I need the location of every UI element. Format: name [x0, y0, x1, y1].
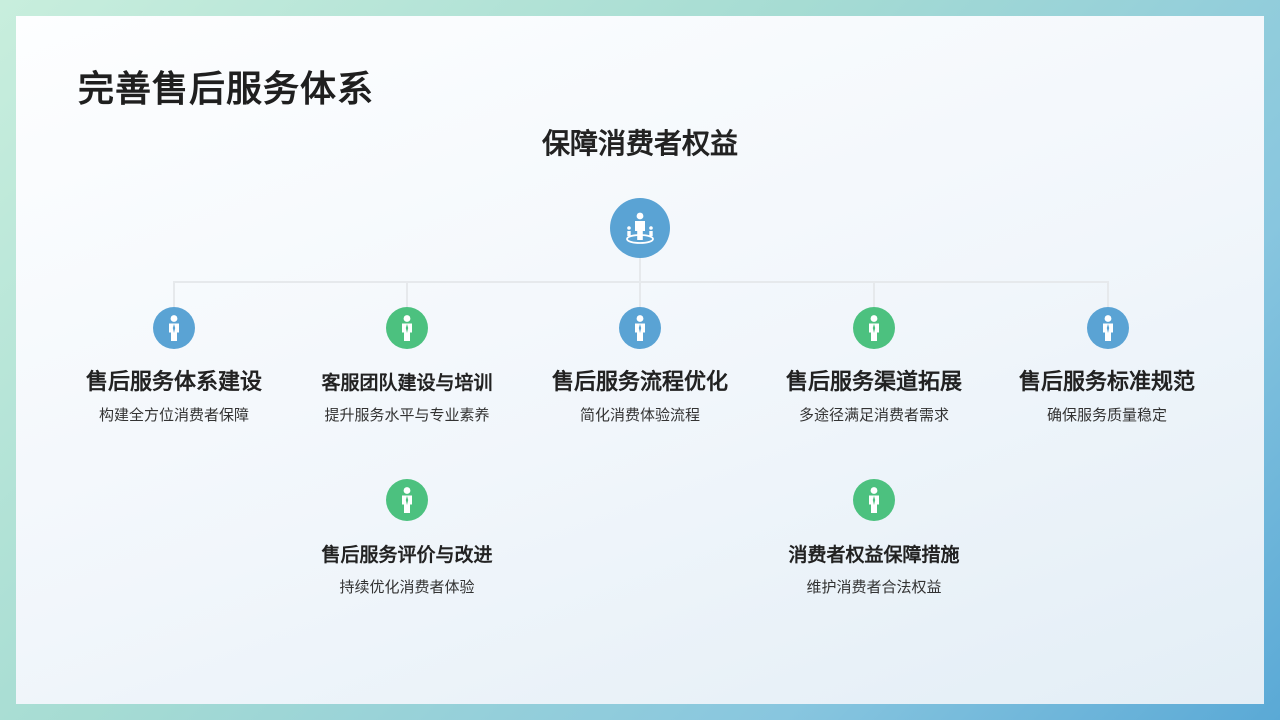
- page-title: 完善售后服务体系: [78, 69, 375, 110]
- node-1-title: 售后服务体系建设: [85, 370, 262, 395]
- connector-drop-3: [639, 281, 641, 307]
- node-2-person-icon: [386, 307, 428, 349]
- node-5-person-icon: [1087, 307, 1129, 349]
- connector-drop-2: [406, 281, 408, 307]
- node-4-title: 售后服务渠道拓展: [785, 370, 962, 395]
- node-2-title: 客服团队建设与培训: [321, 372, 493, 394]
- node-2-subtitle: 提升服务水平与专业素养: [324, 406, 490, 424]
- connector-drop-4: [873, 281, 875, 307]
- slide: 完善售后服务体系 保障消费者权益 售后服务体系建设 构建全方位消费者保障 客服团…: [16, 16, 1264, 704]
- node-4-person-icon: [853, 307, 895, 349]
- root-person-icon: [610, 198, 670, 258]
- node-1-subtitle: 构建全方位消费者保障: [98, 406, 249, 424]
- node-3-title: 售后服务流程优化: [551, 370, 728, 395]
- node-6-subtitle: 持续优化消费者体验: [339, 578, 475, 596]
- node-3-subtitle: 简化消费体验流程: [579, 406, 700, 424]
- connector-horizontal: [173, 281, 1109, 283]
- node-1-person-icon: [153, 307, 195, 349]
- connector-root-stem: [639, 258, 641, 282]
- root-title: 保障消费者权益: [541, 127, 738, 160]
- node-6-person-icon: [386, 479, 428, 521]
- node-5-subtitle: 确保服务质量稳定: [1046, 406, 1167, 424]
- node-4-subtitle: 多途径满足消费者需求: [798, 406, 949, 424]
- connector-drop-5: [1107, 281, 1109, 307]
- node-7-person-icon: [853, 479, 895, 521]
- node-7-subtitle: 维护消费者合法权益: [806, 578, 942, 596]
- connector-drop-1: [173, 281, 175, 307]
- node-6-title: 售后服务评价与改进: [321, 544, 493, 566]
- node-5-title: 售后服务标准规范: [1018, 370, 1195, 395]
- node-3-person-icon: [619, 307, 661, 349]
- node-7-title: 消费者权益保障措施: [788, 544, 960, 566]
